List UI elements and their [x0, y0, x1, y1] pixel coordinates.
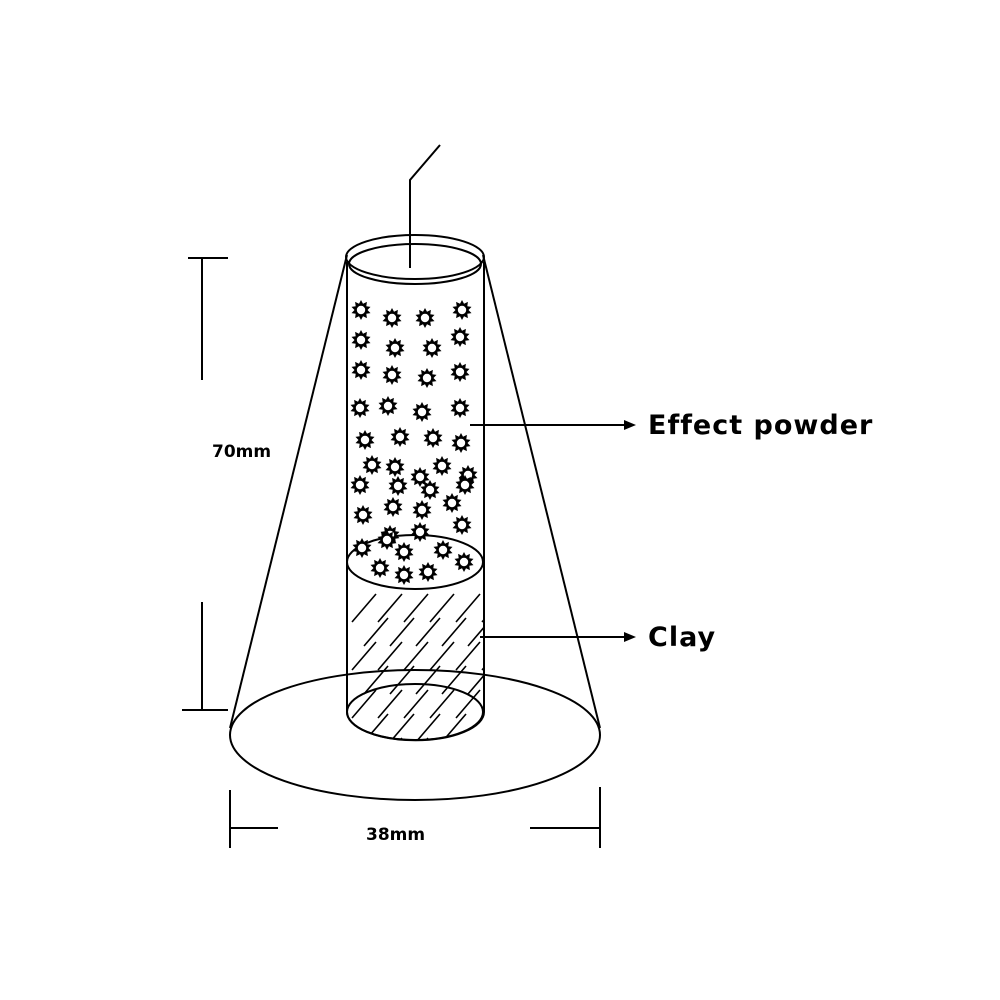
clay-hatch-line: [403, 737, 429, 740]
powder-particle-center: [423, 567, 433, 577]
clay-hatch-line: [455, 593, 481, 623]
powder-particle-center: [420, 313, 430, 323]
powder-particle-center: [357, 543, 367, 553]
powder-particle-center: [383, 401, 393, 411]
clay-hatch-line: [377, 689, 403, 719]
tube-top-outer: [345, 234, 485, 280]
powder-particle-center: [375, 563, 385, 573]
clay-hatch-line: [363, 617, 389, 647]
powder-particle-center: [460, 480, 470, 490]
clay-hatch-line: [351, 689, 377, 719]
powder-particle-center: [388, 502, 398, 512]
effect-powder-label: Effect powder: [648, 410, 874, 441]
clay-hatch-line: [377, 593, 403, 623]
clay-hatching: [351, 593, 518, 742]
clay-hatch-line: [403, 641, 429, 671]
clay-hatch-line: [481, 689, 483, 719]
tube-top-inner: [348, 243, 482, 285]
fuse-wick: [409, 144, 441, 268]
powder-particle-center: [355, 480, 365, 490]
clay-hatch-line: [389, 665, 415, 695]
cone-right-edge: [482, 254, 601, 729]
powder-particle-center: [417, 407, 427, 417]
powder-particle-center: [457, 520, 467, 530]
clay-hatch-line: [441, 617, 467, 647]
effect-powder-arrowhead: [624, 420, 636, 430]
powder-particle-center: [360, 435, 370, 445]
powder-particle-center: [356, 335, 366, 345]
clay-hatch-line: [351, 593, 377, 623]
clay-hatch-line: [455, 641, 481, 671]
clay-hatch-line: [441, 665, 467, 695]
powder-particle-center: [415, 527, 425, 537]
powder-particle-center: [456, 438, 466, 448]
powder-particle-center: [356, 305, 366, 315]
clay-hatch-line: [351, 737, 377, 740]
clay-hatch-line: [377, 737, 403, 740]
powder-particle-center: [390, 462, 400, 472]
cone-left-edge: [229, 254, 348, 729]
clay-hatch-line: [429, 593, 455, 623]
powder-particle-center: [367, 460, 377, 470]
powder-particle-center: [457, 305, 467, 315]
diameter-dimension-label: 38mm: [366, 825, 426, 845]
clay-hatch-line: [377, 641, 403, 671]
powder-particle-center: [358, 510, 368, 520]
powder-particle-center: [425, 485, 435, 495]
height-dimension-label: 70mm: [212, 442, 272, 462]
clay-hatch-line: [389, 617, 415, 647]
clay-hatch-line: [494, 618, 518, 646]
powder-particle-center: [355, 403, 365, 413]
clay-hatch-line: [415, 713, 441, 740]
powder-particle-center: [455, 367, 465, 377]
powder-particle-center: [447, 498, 457, 508]
clay-hatch-line: [481, 593, 483, 623]
powder-particle-center: [455, 332, 465, 342]
clay-hatch-line: [429, 689, 455, 719]
clay-hatch-line: [415, 617, 441, 647]
clay-hatch-line: [363, 665, 389, 695]
powder-particle-center: [356, 365, 366, 375]
powder-particle-center: [437, 461, 447, 471]
powder-particle-center: [399, 547, 409, 557]
clay-hatch-line: [481, 641, 483, 671]
clay-hatch-line: [415, 665, 441, 695]
tube-bottom-back: [346, 683, 484, 741]
powder-particle-center: [427, 343, 437, 353]
clay-hatch-line: [429, 737, 455, 740]
clay-hatch-line: [429, 641, 455, 671]
clay-hatch-line: [467, 617, 483, 647]
cone-base-ellipse: [229, 669, 601, 801]
powder-particle-center: [428, 433, 438, 443]
powder-particle-center: [422, 373, 432, 383]
clay-hatch-line: [481, 737, 483, 740]
clay-hatch-line: [351, 641, 377, 671]
clay-hatch-line: [467, 665, 483, 695]
clay-hatch-line: [494, 714, 518, 742]
clay-arrowhead: [624, 632, 636, 642]
clay-hatch-line: [389, 713, 415, 740]
powder-particle-center: [393, 481, 403, 491]
clay-hatch-line: [403, 689, 429, 719]
powder-particle-center: [387, 370, 397, 380]
powder-particle-center: [382, 535, 392, 545]
clay-label: Clay: [648, 622, 717, 653]
powder-particle-center: [415, 472, 425, 482]
powder-particle-center: [387, 313, 397, 323]
powder-particle-center: [395, 432, 405, 442]
clay-hatch-line: [455, 689, 481, 719]
clay-hatch-line: [455, 737, 481, 740]
powder-particle-center: [455, 403, 465, 413]
powder-particle-center: [399, 570, 409, 580]
powder-particle-center: [459, 557, 469, 567]
powder-particle-center: [417, 505, 427, 515]
effect-powder-particles: [350, 300, 478, 585]
clay-hatch-line: [403, 593, 429, 623]
powder-particle-center: [390, 343, 400, 353]
powder-particle-center: [438, 545, 448, 555]
